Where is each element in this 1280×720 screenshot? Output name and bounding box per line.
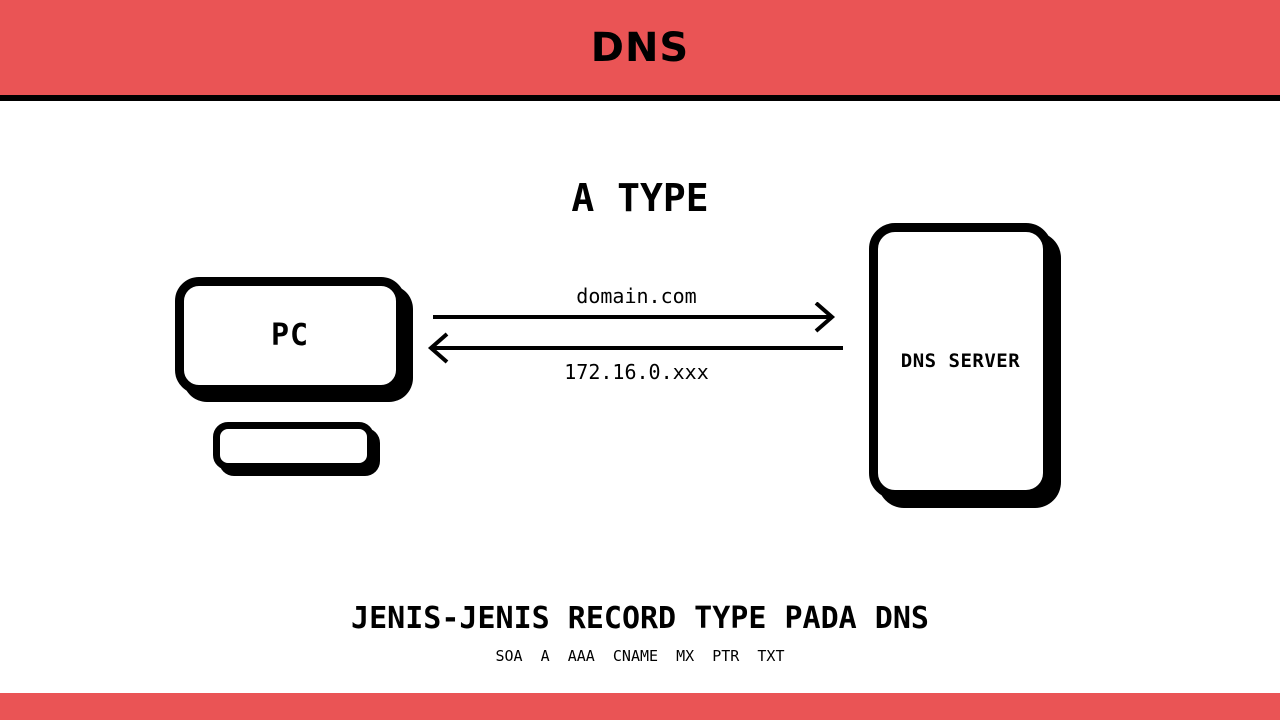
arrows-graphic — [427, 302, 843, 364]
response-arrow-icon — [427, 332, 843, 364]
record-types-list: SOA A AAA CNAME MX PTR TXT — [495, 647, 785, 665]
dns-server-shape: DNS SERVER — [869, 223, 1052, 499]
request-label: domain.com — [576, 284, 697, 308]
response-label: 172.16.0.xxx — [564, 360, 709, 384]
pc-monitor-shape: PC — [175, 277, 405, 394]
header-bar: DNS — [0, 0, 1280, 95]
header-divider — [0, 95, 1280, 101]
page-title: DNS — [590, 24, 690, 71]
diagram-title: A TYPE — [571, 176, 709, 220]
request-arrow-icon — [433, 302, 836, 333]
pc-keyboard-shape — [213, 422, 374, 470]
footer-bar — [0, 693, 1280, 720]
dns-server-label: DNS SERVER — [900, 350, 1021, 372]
pc-label: PC — [270, 318, 310, 353]
record-types-title: JENIS-JENIS RECORD TYPE PADA DNS — [351, 601, 929, 636]
